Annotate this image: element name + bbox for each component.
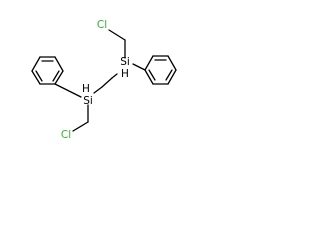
atom-si-right: Si H: [120, 56, 130, 80]
atom-si-left: Si H: [82, 83, 93, 107]
si-right-label: Si: [120, 56, 130, 68]
cl-top-label: Cl: [97, 19, 107, 31]
si-right-hydrogen-label: H: [121, 68, 129, 80]
skeleton-bonds: [54, 29, 146, 132]
cl-bottom-label: Cl: [61, 129, 71, 141]
bond-si-bridge-left: [93, 86, 103, 94]
si-left-label: Si: [83, 95, 93, 107]
bond-ch2-cl-top: [108, 29, 126, 41]
atom-cl-bottom: Cl: [61, 129, 71, 141]
bond-ch2-cl-bottom: [72, 121, 89, 132]
bond-bridge-si-right: [111, 73, 118, 79]
bond-phenyl-si-left: [54, 83, 82, 98]
bond-ethylene: [101, 77, 113, 88]
phenyl-ring-left: [31, 56, 64, 85]
atom-cl-top: Cl: [97, 19, 107, 31]
bond-si-phenyl-right: [132, 63, 146, 71]
molecule-structure: Si H Si H Cl Cl: [31, 19, 177, 141]
si-left-hydrogen-label: H: [82, 83, 90, 95]
phenyl-ring-right: [144, 55, 177, 85]
